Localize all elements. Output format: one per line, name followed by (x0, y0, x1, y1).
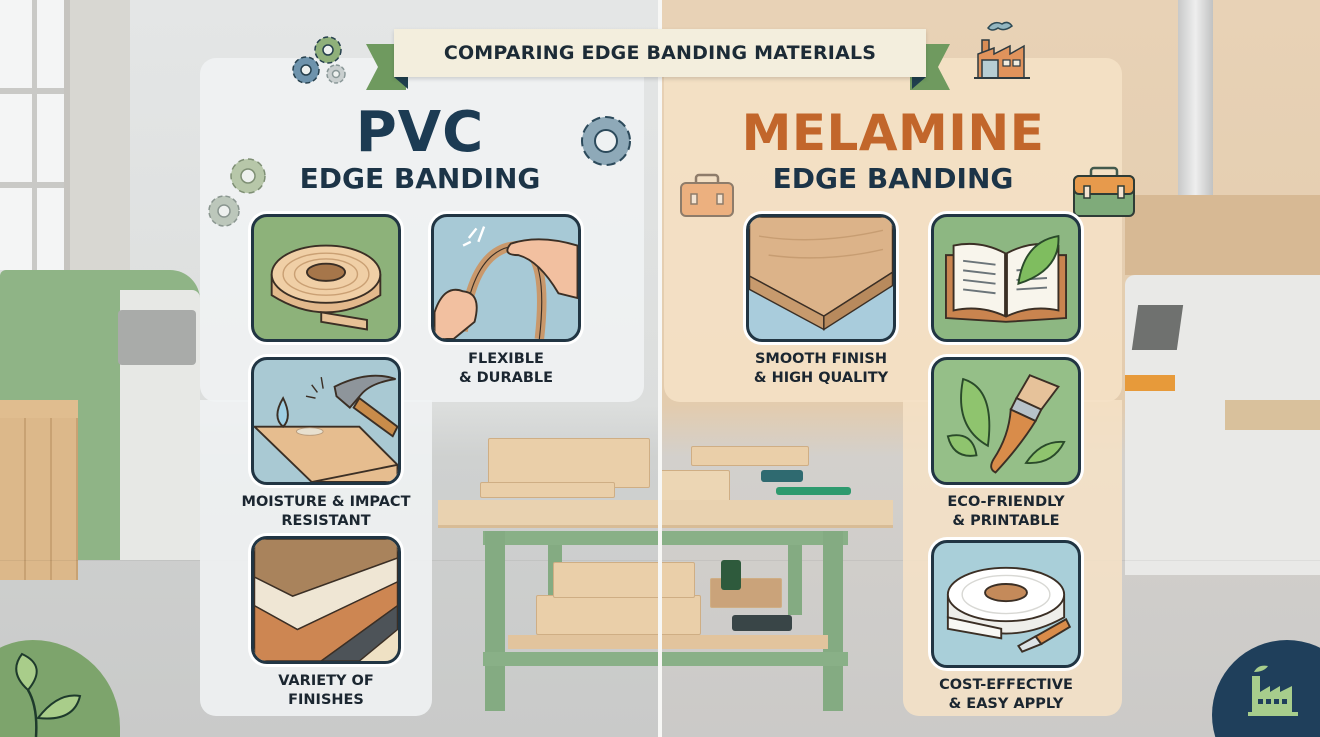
hands-bending-strip-icon (431, 214, 581, 342)
stacked-finishes-icon (251, 536, 401, 664)
pvc-heading: PVC (355, 100, 485, 165)
pvc-feature-card (251, 214, 401, 342)
tool-icon (761, 470, 803, 482)
open-book-leaf-icon (931, 214, 1081, 342)
pvc-feature-card: VARIETY OF FINISHES (251, 536, 401, 710)
feature-label: ECO-FRIENDLY & PRINTABLE (947, 494, 1065, 529)
gears-icon (292, 36, 346, 84)
melamine-feature-card (931, 214, 1081, 342)
tool-icon (732, 615, 792, 631)
glue-can-icon (721, 560, 741, 590)
sprout-icon (15, 652, 82, 737)
feature-label: SMOOTH FINISH & HIGH QUALITY (753, 351, 889, 386)
feature-label: COST-EFFECTIVE & EASY APPLY (939, 677, 1073, 712)
melamine-feature-card: SMOOTH FINISH & HIGH QUALITY (746, 214, 896, 388)
edge-banding-roll-icon (251, 214, 401, 342)
wood-board-icon (746, 214, 896, 342)
wood-board (660, 470, 730, 505)
feature-label: VARIETY OF FINISHES (278, 673, 374, 708)
feature-label: MOISTURE & IMPACT RESISTANT (241, 494, 411, 529)
water-drop-hammer-icon (251, 357, 401, 485)
workbench-shelf (508, 635, 828, 649)
melamine-feature-card: ECO-FRIENDLY & PRINTABLE (931, 357, 1081, 531)
factory-icon (974, 21, 1030, 79)
wooden-crate (0, 400, 78, 580)
workbench-top (438, 500, 893, 528)
banner-title: COMPARING EDGE BANDING MATERIALS (443, 42, 877, 64)
melamine-subtitle: EDGE BANDING (772, 162, 1014, 195)
center-divider (658, 0, 662, 737)
pvc-feature-card: MOISTURE & IMPACT RESISTANT (242, 357, 410, 531)
pvc-subtitle: EDGE BANDING (299, 162, 541, 195)
gear-icon (581, 116, 631, 166)
plywood-wall (1125, 195, 1320, 275)
gear-icon (230, 158, 266, 194)
wood-board (691, 446, 809, 466)
wood-board (480, 482, 615, 498)
white-edgebander-machine (1125, 275, 1320, 575)
workbench (438, 430, 893, 720)
title-banner: COMPARING EDGE BANDING MATERIALS (394, 29, 926, 77)
gear-icon (208, 195, 240, 227)
tool-icon (776, 487, 851, 495)
melamine-feature-card: COST-EFFECTIVE & EASY APPLY (931, 540, 1081, 714)
toolbox-icon (680, 173, 734, 217)
toolbox-icon (1073, 166, 1135, 217)
leaves-paintbrush-icon (931, 357, 1081, 485)
melamine-heading: MELAMINE (741, 104, 1045, 162)
factory-icon (1248, 665, 1298, 716)
factory-window (0, 0, 70, 270)
pvc-feature-card: FLEXIBLE & DURABLE (431, 214, 581, 388)
wood-board (488, 438, 650, 488)
white-roll-knife-icon (931, 540, 1081, 668)
wood-board (553, 562, 695, 598)
wood-board (536, 595, 701, 635)
feature-label: FLEXIBLE & DURABLE (458, 351, 554, 386)
